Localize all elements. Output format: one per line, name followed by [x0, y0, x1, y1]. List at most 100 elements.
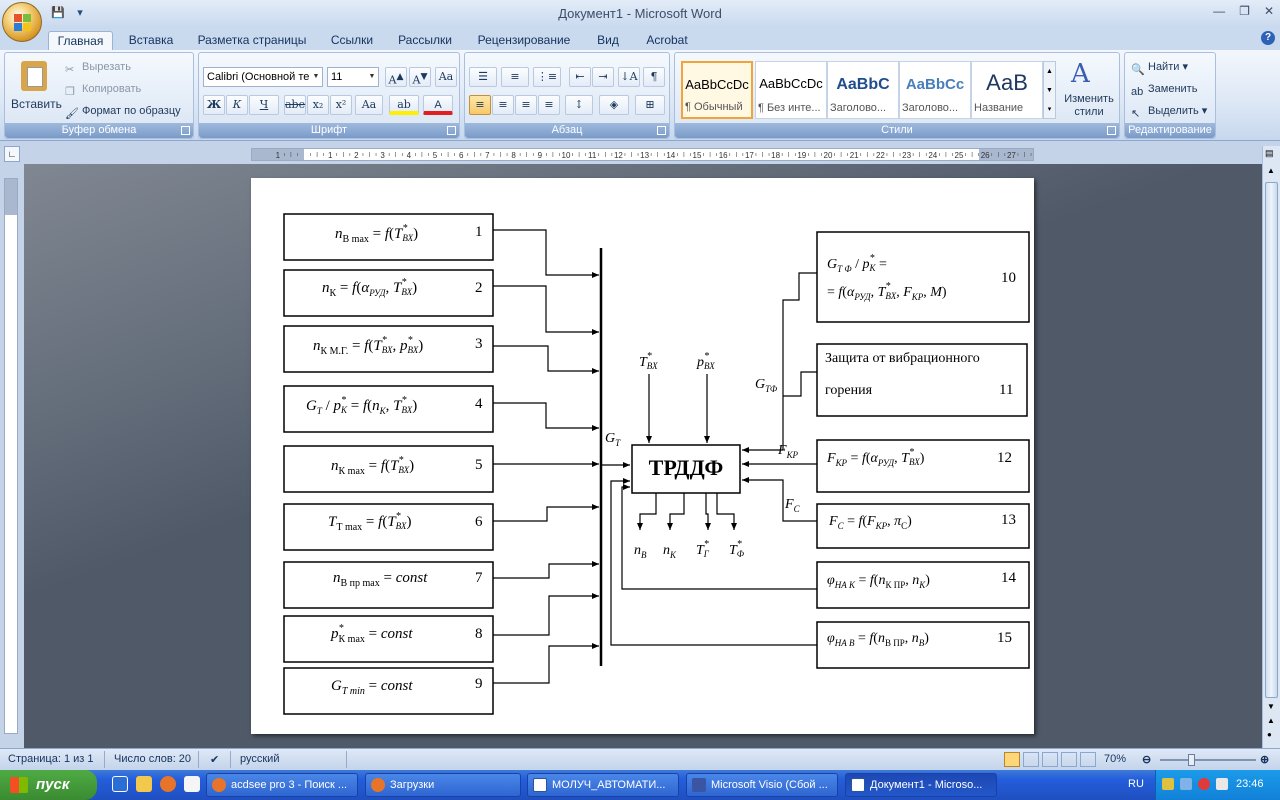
task-visio[interactable]: Microsoft Visio (Сбой ...	[686, 773, 838, 797]
style-title[interactable]: АаВ Название	[971, 61, 1043, 119]
tab-selector[interactable]: ∟	[4, 146, 20, 162]
copy-button[interactable]: ❐Копировать	[65, 79, 141, 99]
show-desktop-icon[interactable]	[112, 776, 128, 792]
zoom-in-icon[interactable]: ⊕	[1260, 754, 1270, 766]
highlight-icon[interactable]: ab	[389, 95, 419, 115]
draft-icon[interactable]	[1080, 752, 1096, 767]
paragraph-launcher-icon[interactable]	[657, 126, 666, 135]
line-spacing-icon[interactable]: ↕	[565, 95, 593, 115]
antivirus-icon[interactable]	[1198, 778, 1210, 790]
word-count[interactable]: Число слов: 20	[114, 753, 192, 765]
zoom-slider-handle[interactable]	[1188, 754, 1195, 766]
language-indicator[interactable]: русский	[240, 753, 280, 765]
full-screen-reading-icon[interactable]	[1023, 752, 1039, 767]
zoom-level[interactable]: 70%	[1104, 753, 1127, 765]
vertical-scrollbar[interactable]: ▤ ▲ ▼ ▲ ●	[1262, 146, 1280, 748]
numbering-icon[interactable]: ≡	[501, 67, 529, 87]
network-icon[interactable]	[1180, 778, 1192, 790]
minimize-icon[interactable]: —	[1213, 4, 1226, 18]
grow-font-button[interactable]: A▲	[385, 67, 407, 87]
bullets-icon[interactable]: ☰	[469, 67, 497, 87]
start-button[interactable]: пуск	[0, 770, 97, 800]
explorer-icon[interactable]	[136, 776, 152, 792]
strikethrough-button[interactable]: abe	[284, 95, 306, 115]
zoom-out-icon[interactable]: ⊖	[1142, 754, 1152, 766]
format-painter-button[interactable]: 🖌Формат по образцу	[65, 101, 181, 121]
font-color-icon[interactable]: A	[423, 95, 453, 115]
close-icon[interactable]: ✕	[1263, 4, 1274, 18]
underline-button[interactable]: Ч	[249, 95, 279, 115]
input-language[interactable]: RU	[1128, 778, 1144, 790]
justify-icon[interactable]: ≡	[538, 95, 560, 115]
scroll-up-icon[interactable]: ▲	[1267, 166, 1275, 175]
task-downloads[interactable]: Загрузки	[365, 773, 521, 797]
sort-icon[interactable]: ↓A	[618, 67, 640, 87]
zoom-slider[interactable]	[1160, 759, 1256, 761]
tab-review[interactable]: Рецензирование	[477, 33, 571, 47]
scroll-down-icon[interactable]: ▼	[1267, 702, 1275, 711]
pilcrow-icon[interactable]: ¶	[643, 67, 665, 87]
font-size-combo[interactable]: 11▼	[327, 67, 379, 87]
tray-icon-1[interactable]	[1162, 778, 1174, 790]
firefox-icon[interactable]	[160, 776, 176, 792]
italic-button[interactable]: К	[226, 95, 248, 115]
multilevel-list-icon[interactable]: ⋮≡	[533, 67, 561, 87]
align-left-icon[interactable]: ≡	[469, 95, 491, 115]
qat-customize-icon[interactable]: ▾	[77, 7, 83, 19]
tab-page-layout[interactable]: Разметка страницы	[197, 33, 307, 47]
tab-mailings[interactable]: Рассылки	[398, 33, 452, 47]
save-icon[interactable]: 💾	[51, 7, 65, 19]
style-normal[interactable]: AaBbCcDc ¶ Обычный	[681, 61, 753, 119]
office-button[interactable]	[2, 2, 42, 42]
restore-icon[interactable]: ❐	[1239, 4, 1250, 18]
page-count[interactable]: Страница: 1 из 1	[8, 753, 94, 765]
outline-icon[interactable]	[1061, 752, 1077, 767]
increase-indent-icon[interactable]: ⇥	[592, 67, 614, 87]
shrink-font-button[interactable]: A▼	[409, 67, 431, 87]
change-styles-button[interactable]: A Изменить стили	[1059, 57, 1119, 121]
font-name-combo[interactable]: Calibri (Основной те▼	[203, 67, 323, 87]
cut-button[interactable]: ✂Вырезать	[65, 57, 131, 77]
align-center-icon[interactable]: ≡	[492, 95, 514, 115]
decrease-indent-icon[interactable]: ⇤	[569, 67, 591, 87]
align-right-icon[interactable]: ≡	[515, 95, 537, 115]
clock[interactable]: 23:46	[1236, 778, 1264, 790]
tab-acrobat[interactable]: Acrobat	[646, 33, 688, 47]
bold-button[interactable]: Ж	[203, 95, 225, 115]
scroll-thumb[interactable]	[1265, 182, 1278, 698]
task-word-doc[interactable]: МОЛУЧ_АВТОМАТИ...	[527, 773, 679, 797]
superscript-button[interactable]: x²	[330, 95, 352, 115]
shading-icon[interactable]: ◈	[599, 95, 629, 115]
vertical-ruler[interactable]	[4, 178, 18, 734]
web-layout-icon[interactable]	[1042, 752, 1058, 767]
style-no-spacing[interactable]: AaBbCcDc ¶ Без инте...	[755, 61, 827, 119]
subscript-button[interactable]: x₂	[307, 95, 329, 115]
borders-icon[interactable]: ⊞	[635, 95, 665, 115]
styles-scroll[interactable]: ▲▼▾	[1043, 61, 1056, 119]
tab-insert[interactable]: Вставка	[128, 33, 174, 47]
quicklaunch-more-icon[interactable]	[184, 776, 200, 792]
style-heading2[interactable]: AaBbCc Заголово...	[899, 61, 971, 119]
clear-format-icon[interactable]: Aa	[435, 67, 457, 87]
font-launcher-icon[interactable]	[447, 126, 456, 135]
styles-launcher-icon[interactable]	[1107, 126, 1116, 135]
clipboard-launcher-icon[interactable]	[181, 126, 190, 135]
task-document1[interactable]: Документ1 - Microso...	[845, 773, 997, 797]
print-layout-icon[interactable]	[1004, 752, 1020, 767]
select-button[interactable]: ↖Выделить ▾	[1131, 105, 1208, 121]
browse-object-icon[interactable]: ●	[1267, 730, 1272, 739]
task-acdsee[interactable]: acdsee pro 3 - Поиск ...	[206, 773, 358, 797]
proofing-icon[interactable]: ✔	[210, 754, 220, 766]
ruler-toggle-icon[interactable]: ▤	[1265, 148, 1274, 158]
find-button[interactable]: 🔍Найти ▾	[1131, 61, 1188, 77]
document-page[interactable]: ТРДДФ nВ max = f(T*ВХ) nК = f(αРУД, T*ВХ…	[251, 178, 1034, 734]
prev-page-icon[interactable]: ▲	[1267, 716, 1275, 725]
volume-icon[interactable]	[1216, 778, 1228, 790]
change-case-button[interactable]: Aa	[355, 95, 383, 115]
help-icon[interactable]: ?	[1261, 31, 1275, 45]
tab-view[interactable]: Вид	[597, 33, 619, 47]
paste-button[interactable]: Вставить	[11, 59, 62, 123]
tab-references[interactable]: Ссылки	[330, 33, 374, 47]
